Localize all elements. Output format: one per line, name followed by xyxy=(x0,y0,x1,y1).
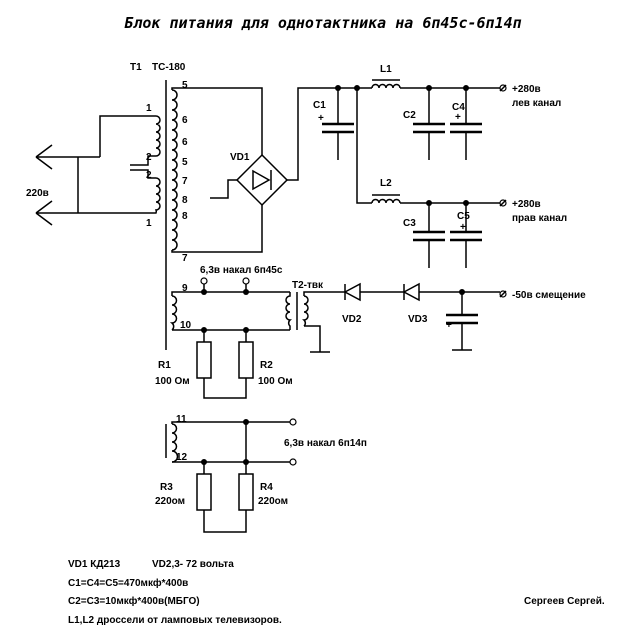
bias-rectifier: + VD2 VD3 -50в смещение xyxy=(338,282,586,351)
resistor-r4 xyxy=(238,473,254,511)
pin-12: 12 xyxy=(176,452,188,463)
pin-6-a: 6 xyxy=(182,115,188,126)
r3-label: R3 xyxy=(160,482,173,493)
pin-8-b: 8 xyxy=(182,211,188,222)
note-vd23: VD2,3- 72 вольта xyxy=(152,559,234,570)
c1-plus: + xyxy=(318,113,324,124)
pin-8-a: 8 xyxy=(182,195,188,206)
bias-output-label: -50в смещение xyxy=(512,290,586,301)
c2-label: C2 xyxy=(403,110,416,121)
c3-label: C3 xyxy=(403,218,416,229)
pin-5-mid: 5 xyxy=(182,157,188,168)
r3-value: 220ом xyxy=(155,496,185,507)
note-chokes: L1,L2 дроссели от ламповых телевизоров. xyxy=(68,615,282,626)
transformer-ref: T1 xyxy=(130,62,142,73)
mains-input: 220в xyxy=(26,115,148,226)
resistors-r1-r2: R1 100 Ом R2 100 Ом xyxy=(155,330,293,399)
heater-6p45s-label: 6,3в накал 6п45с xyxy=(200,265,283,276)
vd2-label: VD2 xyxy=(342,314,362,325)
l1-label: L1 xyxy=(380,64,392,75)
r1-value: 100 Ом xyxy=(155,376,190,387)
l2-label: L2 xyxy=(380,178,392,189)
pin-1-bottom: 1 xyxy=(146,218,152,229)
vd1-label: VD1 xyxy=(230,152,250,163)
pin-5-top: 5 xyxy=(182,80,188,91)
resistor-r1 xyxy=(196,341,212,379)
pin-7-bottom: 7 xyxy=(182,253,188,264)
pin-2-top: 2 xyxy=(146,152,152,163)
vd3-label: VD3 xyxy=(408,314,428,325)
t2-label: T2-твк xyxy=(292,280,324,291)
c4-label: C4 xyxy=(452,102,465,113)
heater-winding-11-12: 11 12 6,3в накал 6п14п xyxy=(165,414,367,466)
pin-9: 9 xyxy=(182,283,188,294)
pin-2-bottom: 2 xyxy=(146,170,152,181)
output-left-name: лев канал xyxy=(512,98,561,109)
choke-l1: L1 xyxy=(371,64,401,89)
heater-6p14p-label: 6,3в накал 6п14п xyxy=(284,438,367,449)
r2-label: R2 xyxy=(260,360,273,371)
pin-1-top: 1 xyxy=(146,103,152,114)
resistor-r2 xyxy=(238,341,254,379)
parts-notes: VD1 КД213 VD2,3- 72 вольта C1=C4=C5=470м… xyxy=(68,559,605,626)
resistors-r3-r4: R3 220ом R4 220ом xyxy=(155,422,288,533)
capacitor-c3: C3 xyxy=(403,203,445,268)
pin-6-b: 6 xyxy=(182,137,188,148)
output-right-voltage: +280в xyxy=(512,199,541,210)
primary-winding: 1 2 2 1 xyxy=(130,103,161,229)
c5-plus: + xyxy=(460,222,466,233)
bridge-rectifier-vd1: VD1 xyxy=(210,87,338,207)
note-vd1: VD1 КД213 xyxy=(68,559,121,570)
r4-label: R4 xyxy=(260,482,273,493)
transformer-type: ТС-180 xyxy=(152,62,186,73)
mains-voltage-label: 220в xyxy=(26,188,49,199)
c1-label: C1 xyxy=(313,100,326,111)
heater-winding-9-10: 9 10 6,3в накал 6п45с xyxy=(169,265,290,333)
hv-secondary-winding: 5 6 6 5 7 8 8 7 xyxy=(171,80,263,264)
pin-11: 11 xyxy=(176,414,187,425)
note-c2-c3: C2=C3=10мкф*400в(МБГО) xyxy=(68,595,200,607)
r1-label: R1 xyxy=(158,360,171,371)
diagram-title: Блок питания для однотактника на 6п45с-6… xyxy=(124,14,521,32)
resistor-r3 xyxy=(196,473,212,511)
output-left-voltage: +280в xyxy=(512,84,541,95)
c5-label: C5 xyxy=(457,211,470,222)
choke-l2: L2 xyxy=(371,178,401,204)
capacitor-c4: C4 + xyxy=(450,88,482,160)
author: Сергеев Сергей. xyxy=(524,596,605,607)
bias-cap-plus: + xyxy=(446,320,452,331)
capacitor-c1: C1 + xyxy=(313,88,354,160)
r2-value: 100 Ом xyxy=(258,376,293,387)
capacitor-c2: C2 xyxy=(403,88,445,160)
capacitor-c5: C5 + xyxy=(450,203,482,268)
transformer-t2: T2-твк xyxy=(285,280,338,353)
output-right-name: прав канал xyxy=(512,213,567,224)
note-c1-c4-c5: C1=C4=C5=470мкф*400в xyxy=(68,577,188,589)
pin-10: 10 xyxy=(180,320,192,331)
c4-plus: + xyxy=(455,112,461,123)
r4-value: 220ом xyxy=(258,496,288,507)
pin-7-a: 7 xyxy=(182,176,188,187)
